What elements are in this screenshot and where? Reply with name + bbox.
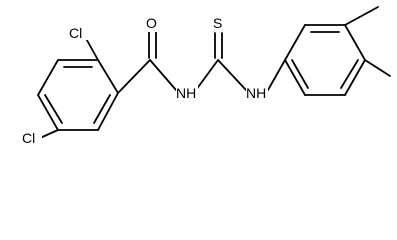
- bond: [39, 129, 59, 139]
- label-background: [246, 86, 268, 101]
- methyl-bond: [344, 6, 379, 26]
- amide-nitrogen-label: NH: [176, 85, 196, 101]
- methyl-bond: [364, 59, 391, 77]
- molecule-canvas: Cl Cl O S NH NH: [18, 6, 391, 146]
- carbonyl-oxygen-label: O: [146, 15, 157, 31]
- thioamide-nitrogen-label: NH: [246, 85, 266, 101]
- bond: [97, 92, 119, 131]
- label-background: [66, 26, 88, 40]
- label-background: [211, 17, 225, 32]
- bond: [117, 59, 151, 94]
- bond: [344, 59, 366, 96]
- bond: [149, 59, 177, 91]
- bond: [37, 59, 59, 96]
- bond: [340, 59, 359, 89]
- bond: [291, 59, 309, 89]
- bond: [195, 59, 219, 91]
- bond: [97, 59, 119, 94]
- bond: [44, 94, 63, 124]
- thiocarbonyl-sulfur-label: S: [213, 15, 222, 31]
- structure-diagram: Cl Cl O S NH NH: [18, 6, 391, 146]
- bond: [217, 59, 247, 91]
- bond: [284, 24, 306, 61]
- label-background: [144, 17, 158, 32]
- chlorine-top-label: Cl: [69, 25, 82, 41]
- bond: [37, 94, 59, 131]
- bond: [267, 59, 286, 91]
- bond: [344, 24, 366, 61]
- chlorine-bottom-label: Cl: [22, 130, 35, 146]
- bond: [284, 59, 306, 96]
- label-background: [18, 131, 42, 146]
- bond: [93, 94, 111, 124]
- label-background: [176, 86, 198, 101]
